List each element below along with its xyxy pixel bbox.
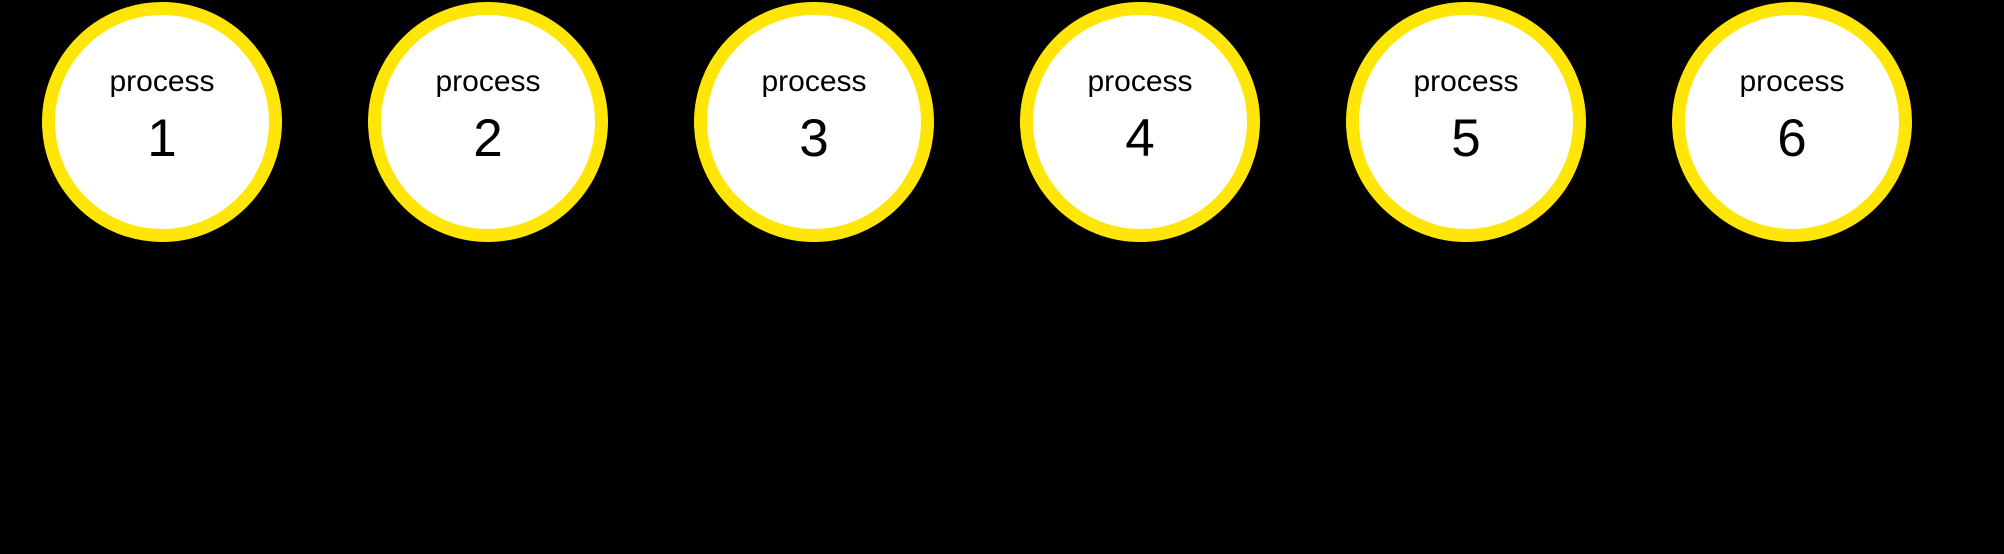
process-node-number: 6: [1777, 109, 1807, 168]
process-node-3: process 3: [694, 2, 934, 242]
process-node-number: 4: [1125, 109, 1155, 168]
process-node-number: 3: [799, 109, 829, 168]
process-node-number: 5: [1451, 109, 1481, 168]
process-node-row: process 1 process 2 process 3 process 4 …: [42, 2, 1912, 242]
process-node-label: process: [435, 65, 541, 98]
process-node-6: process 6: [1672, 2, 1912, 242]
process-node-label: process: [1413, 65, 1519, 98]
process-node-1: process 1: [42, 2, 282, 242]
process-node-label: process: [1087, 65, 1193, 98]
process-node-5: process 5: [1346, 2, 1586, 242]
process-node-label: process: [761, 65, 867, 98]
process-node-label: process: [109, 65, 215, 98]
process-node-label: process: [1739, 65, 1845, 98]
process-node-4: process 4: [1020, 2, 1260, 242]
process-node-number: 1: [147, 109, 177, 168]
process-node-2: process 2: [368, 2, 608, 242]
process-node-number: 2: [473, 109, 503, 168]
